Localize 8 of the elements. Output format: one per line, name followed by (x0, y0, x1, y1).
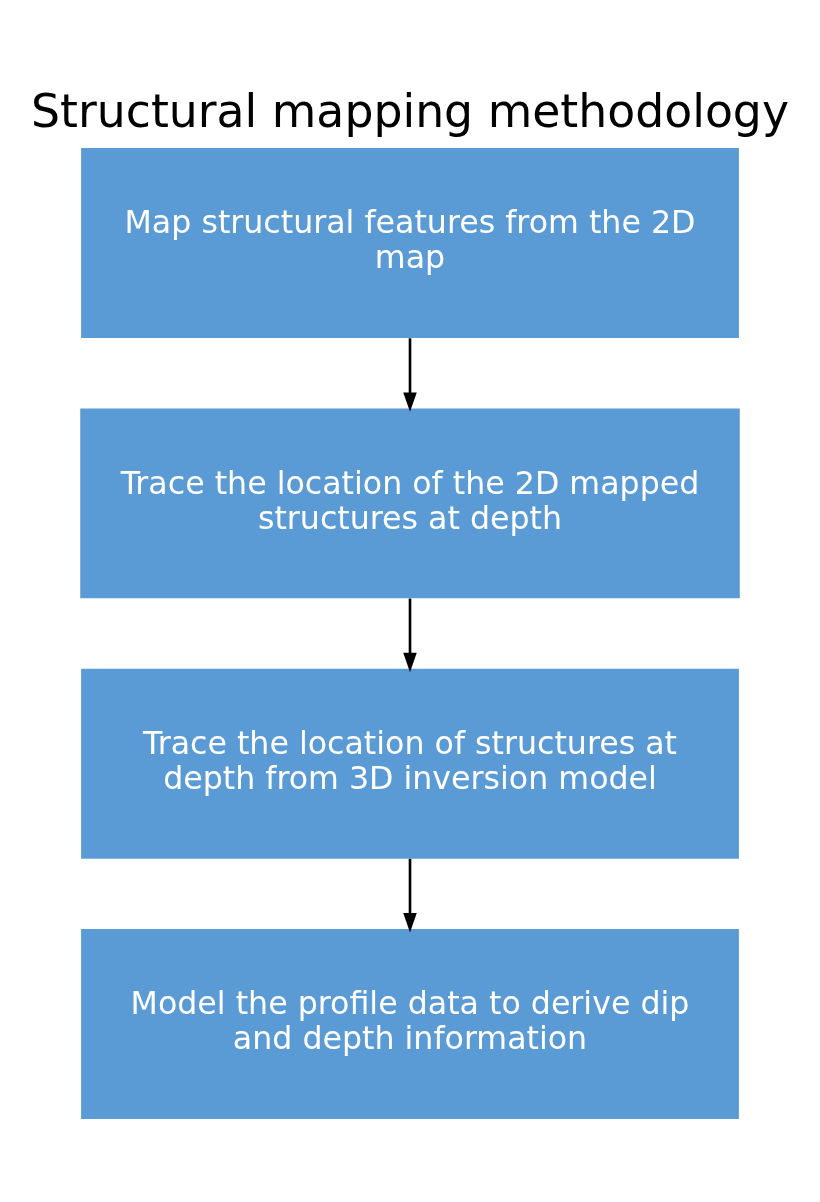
node-box: Map structural features from the 2D map (81, 148, 739, 339)
arrow (403, 338, 417, 412)
diagram-title: Structural mapping methodology (31, 84, 789, 138)
node-box: Model the profile data to derive dip and depth information (81, 929, 739, 1119)
arrow (403, 858, 417, 933)
node-box: Trace the location of the 2D mapped structures at depth (80, 408, 740, 599)
node-box: Trace the location of structures at depth from 3D inversion model (81, 668, 739, 859)
arrow (403, 598, 417, 673)
